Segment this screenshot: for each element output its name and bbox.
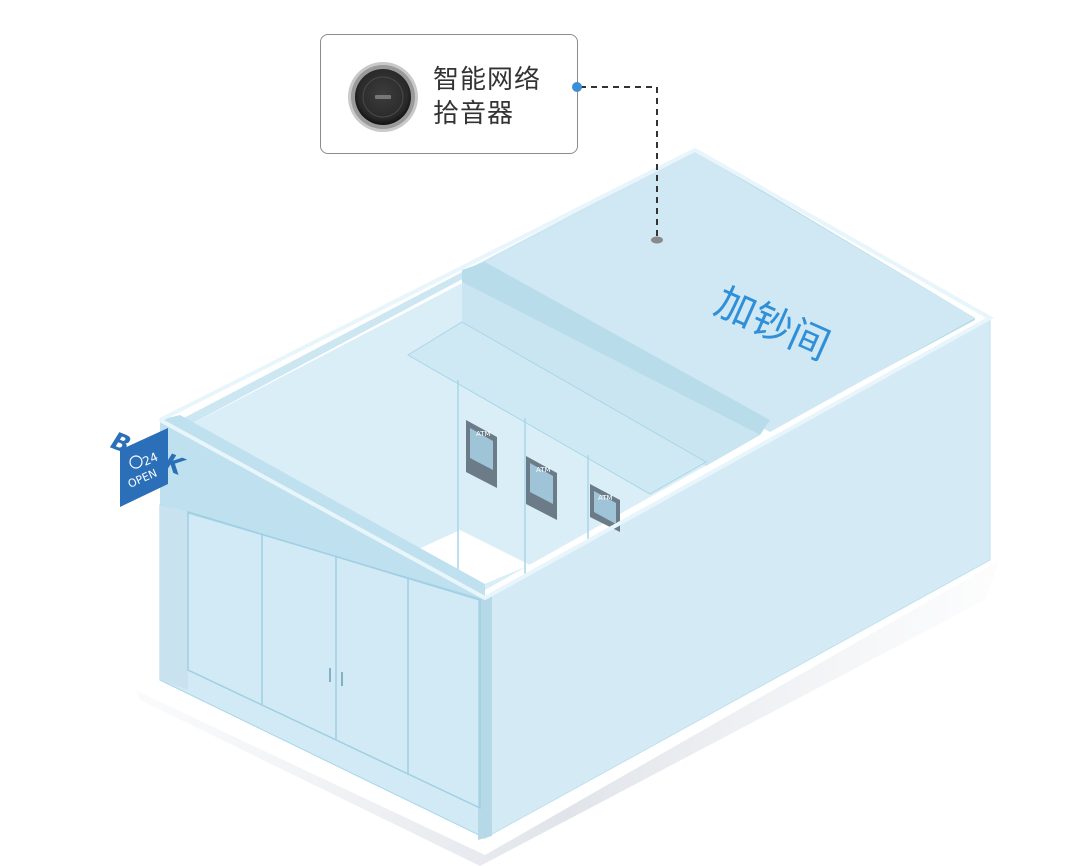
right-room-floor: [468, 152, 975, 432]
partition-wall-front: [462, 282, 760, 466]
callout-connector: [580, 86, 658, 236]
callout-connector-dot: [572, 82, 582, 92]
partition-wall: [462, 262, 770, 435]
callout-label: 智能网络 拾音器: [433, 63, 573, 131]
lobby-floor-white: [412, 530, 530, 590]
clock-icon: [129, 455, 143, 469]
atm-machine: [590, 484, 620, 532]
atm-machine: [526, 456, 557, 520]
callout-label-line2: 拾音器: [433, 99, 515, 129]
hours-sign: 24 OPEN: [120, 428, 168, 507]
atm-label: ATM: [536, 466, 551, 474]
hours-sign-number: 24: [141, 450, 161, 469]
glass-doors: [187, 510, 481, 810]
microphone-pickup-icon: [348, 62, 418, 132]
right-pillar: [478, 594, 492, 840]
left-pillar: [160, 505, 188, 690]
callout-label-line1: 智能网络: [433, 65, 542, 95]
ceiling-microphone: [651, 236, 663, 244]
atm-label: ATM: [476, 430, 491, 438]
callout-box: 智能网络 拾音器: [320, 34, 578, 154]
back-wall-left: [180, 150, 695, 430]
atm-label: ATM: [598, 494, 613, 502]
atm-machine: [466, 420, 497, 488]
roof-rim: [159, 147, 995, 601]
atm-canopy: [407, 321, 708, 495]
